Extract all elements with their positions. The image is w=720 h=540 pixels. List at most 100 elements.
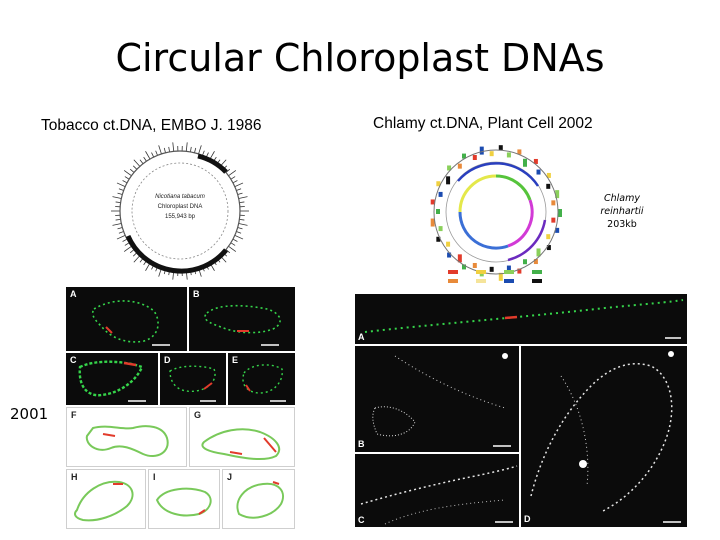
year-label: 2001 xyxy=(10,405,49,423)
panel-label-b: B xyxy=(193,289,200,299)
chlamy-chloroplast-map xyxy=(418,144,588,292)
gene-tick xyxy=(129,168,135,173)
tobacco-map-label: Chloroplast DNA xyxy=(158,204,203,210)
gene-tick xyxy=(163,147,166,153)
right-panel-b: B xyxy=(355,346,519,452)
gene-tick xyxy=(232,238,238,242)
right-panel-label-c: C xyxy=(358,515,365,525)
panel-c: C xyxy=(66,353,158,405)
gene-block xyxy=(551,200,556,206)
gene-tick xyxy=(230,242,236,246)
gene-block xyxy=(506,265,511,271)
chlamy-fluorescence-figure: A B C D xyxy=(355,294,687,527)
panel-f: F xyxy=(66,407,187,467)
chlamy-note-genus: Chlamy xyxy=(604,193,640,204)
slide-title: Circular Chloroplast DNAs xyxy=(115,36,605,80)
panel-j: J xyxy=(222,469,295,529)
tobacco-caption: Tobacco ct.DNA, EMBO J. 1986 xyxy=(41,117,262,134)
gene-block xyxy=(517,268,522,274)
gene-block xyxy=(462,153,466,159)
gene-tick xyxy=(230,176,236,180)
gene-block xyxy=(479,146,484,155)
gene-tick xyxy=(239,218,245,221)
gene-tick xyxy=(238,196,248,199)
gene-block xyxy=(430,218,435,227)
gene-block xyxy=(546,183,551,189)
gene-block xyxy=(457,254,462,263)
gene-block xyxy=(472,262,477,268)
gene-tick xyxy=(151,152,155,158)
gene-block xyxy=(462,264,466,270)
panel-label-d: D xyxy=(164,355,171,365)
gene-tick xyxy=(122,238,128,242)
gene-tick xyxy=(225,249,231,254)
tobacco-chloroplast-map: Nicotiana tabacum Chloroplast DNA 155,94… xyxy=(98,138,258,286)
tobacco-map-species: Nicotiana tabacum xyxy=(155,194,205,200)
gene-tick xyxy=(116,235,126,240)
gene-tick xyxy=(122,180,128,184)
gene-block xyxy=(555,227,560,233)
gene-tick xyxy=(112,196,122,199)
gene-block xyxy=(436,236,441,242)
gene-tick xyxy=(172,142,175,152)
panel-label-a: A xyxy=(70,289,77,299)
gene-block xyxy=(447,165,452,171)
gene-tick xyxy=(158,145,162,155)
gene-block xyxy=(430,199,435,205)
gene-tick xyxy=(112,223,122,226)
right-panel-a: A xyxy=(355,294,687,344)
gene-block xyxy=(533,158,538,164)
gene-tick xyxy=(236,188,242,191)
right-panel-label-a: A xyxy=(358,332,365,342)
panel-label-h: H xyxy=(71,472,78,482)
gene-tick xyxy=(123,170,132,177)
gene-tick xyxy=(237,227,243,230)
gene-block xyxy=(523,158,527,167)
panel-g: G xyxy=(189,407,295,467)
right-panel-label-b: B xyxy=(358,439,365,449)
gene-block xyxy=(489,151,494,157)
right-panel-c: C xyxy=(355,454,519,527)
gene-tick xyxy=(124,176,130,180)
panel-h: H xyxy=(66,469,146,529)
gene-tick xyxy=(123,245,132,252)
panel-label-c: C xyxy=(70,355,77,365)
gene-tick xyxy=(133,255,141,263)
panel-b: B xyxy=(189,287,295,351)
gene-blocks xyxy=(430,145,562,281)
gene-tick xyxy=(236,231,242,234)
gene-tick xyxy=(234,182,244,187)
chlamy-note: Chlamy reinhartii 203kb xyxy=(597,192,647,231)
right-panel-label-d: D xyxy=(524,514,531,524)
panel-d: D xyxy=(160,353,226,405)
gene-block xyxy=(457,163,462,169)
gene-block xyxy=(536,169,541,175)
gene-block xyxy=(536,248,541,257)
gene-tick xyxy=(129,249,135,254)
gene-block xyxy=(438,191,443,197)
gene-tick xyxy=(198,145,202,155)
panel-a: A xyxy=(66,287,187,351)
gene-tick xyxy=(237,192,243,195)
gene-tick xyxy=(202,150,205,156)
gene-block xyxy=(447,252,452,258)
gene-tick xyxy=(117,192,123,195)
gene-block xyxy=(498,145,503,151)
gene-block xyxy=(546,234,551,240)
panel-e: E xyxy=(228,353,295,405)
gene-tick xyxy=(115,201,121,204)
right-panel-d: D xyxy=(521,346,687,527)
panel-label-g: G xyxy=(194,410,202,420)
gene-tick xyxy=(185,142,188,152)
gene-block xyxy=(551,217,556,223)
panel-label-i: I xyxy=(153,472,156,482)
gene-tick xyxy=(133,159,141,167)
gene-block xyxy=(546,245,551,251)
gene-tick xyxy=(117,227,123,230)
chlamy-note-species: reinhartii xyxy=(600,206,644,217)
gene-block xyxy=(506,152,511,158)
gene-block xyxy=(555,190,560,199)
gene-tick xyxy=(132,165,138,170)
gene-tick xyxy=(116,182,126,187)
gene-block xyxy=(436,209,440,214)
